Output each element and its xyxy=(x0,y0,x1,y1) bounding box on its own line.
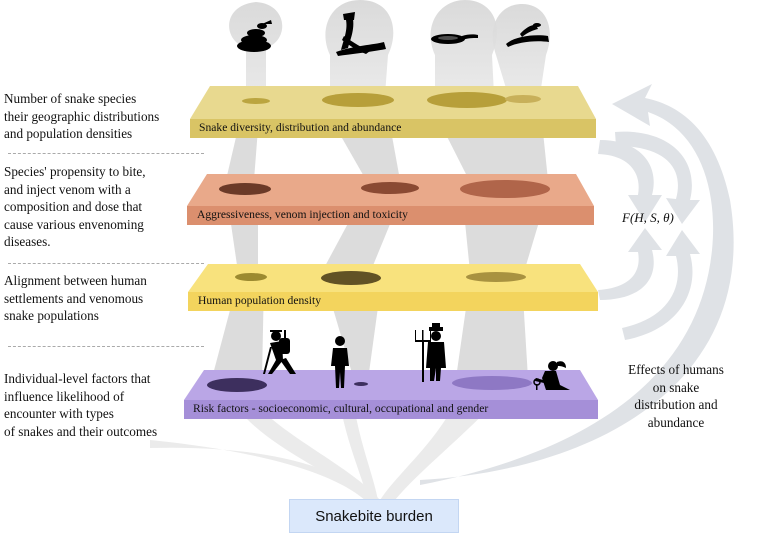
separator xyxy=(8,263,204,264)
feedback-arrows xyxy=(420,84,734,485)
crawling-snake-icon xyxy=(506,23,549,47)
separator xyxy=(8,346,204,347)
hiker-icon xyxy=(263,330,296,374)
separator xyxy=(8,153,204,154)
lower-curved-arrow-left xyxy=(598,228,662,300)
layer-4-label: Risk factors - socioeconomic, cultural, … xyxy=(193,402,489,415)
gardener-icon xyxy=(533,361,570,390)
farmer-with-pitchfork-icon xyxy=(415,323,446,382)
rising-snake-icon xyxy=(336,12,386,56)
layer-4-slab xyxy=(184,370,598,419)
human-effects-text: Effects of humans on snake distribution … xyxy=(628,362,724,430)
coiled-snake-icon xyxy=(237,20,272,52)
description-human-density: Alignment between human settlements and … xyxy=(4,273,147,323)
between-layer-beams xyxy=(212,103,548,380)
large-feedback-arrow xyxy=(420,84,734,485)
upper-curved-arrow-left xyxy=(598,140,662,222)
upper-curved-arrow-right xyxy=(615,131,700,224)
layer-1-slab xyxy=(190,86,596,138)
resting-snake-icon xyxy=(431,34,478,44)
businessman-icon xyxy=(331,336,349,388)
snakebite-burden-label: Snakebite burden xyxy=(315,507,433,525)
layer-1-label: Snake diversity, distribution and abunda… xyxy=(199,121,402,134)
layer-2-label: Aggressiveness, venom injection and toxi… xyxy=(197,208,408,221)
description-risk-factors: Individual-level factors that influence … xyxy=(4,371,158,439)
snakebite-burden-box: Snakebite burden xyxy=(289,499,459,533)
layer-3-label: Human population density xyxy=(198,294,322,307)
lower-curved-arrow-right xyxy=(622,230,700,340)
description-venom: Species' propensity to bite, and inject … xyxy=(4,164,146,249)
layer-2-slab xyxy=(187,174,594,225)
description-snake-diversity: Number of snake species their geographic… xyxy=(4,91,160,141)
feedback-function: F(H, S, θ) xyxy=(622,210,674,225)
layer-3-slab xyxy=(188,264,598,311)
